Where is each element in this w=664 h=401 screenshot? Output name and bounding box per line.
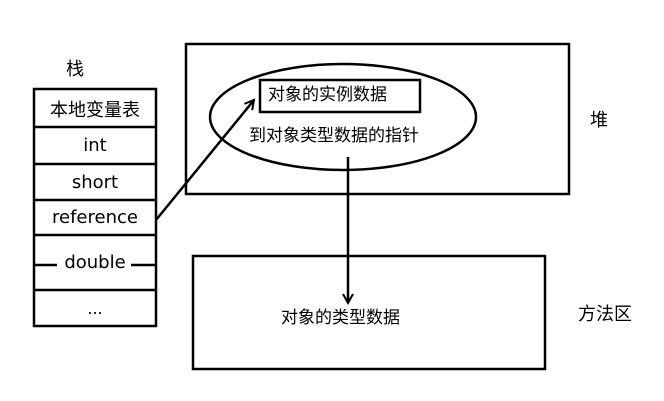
instance-data-box — [258, 78, 422, 114]
stack-title: 栈 — [66, 59, 84, 80]
type-pointer-label: 到对象类型数据的指针 — [249, 126, 419, 146]
stack-box — [32, 87, 158, 328]
stack-cell-double: double — [64, 252, 126, 273]
stack-cell-int: int — [83, 135, 107, 156]
reference-arrow — [155, 100, 254, 221]
stack-cell-local-vars: 本地变量表 — [50, 99, 140, 121]
object-ellipse — [208, 62, 478, 172]
stack-cell-ellipsis: ... — [87, 298, 103, 318]
instance-data-label: 对象的实例数据 — [268, 85, 387, 105]
heap-label: 堆 — [590, 110, 608, 131]
method-area-label: 方法区 — [578, 304, 632, 325]
heap-box — [184, 42, 571, 196]
method-area-box — [191, 254, 547, 371]
type-data-label: 对象的类型数据 — [281, 308, 400, 328]
stack-cell-short: short — [71, 171, 119, 193]
stack-cell-reference: reference — [52, 207, 138, 228]
